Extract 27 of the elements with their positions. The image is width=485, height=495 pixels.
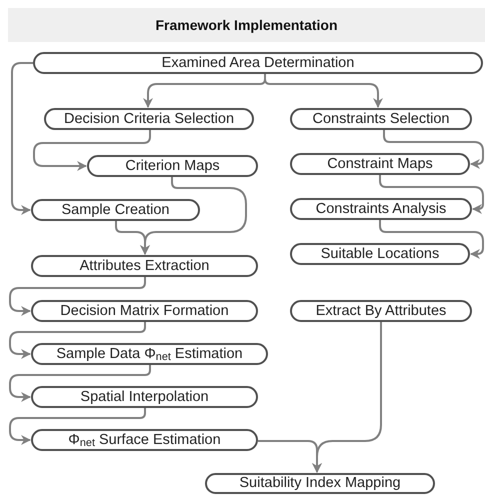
process-box: Spatial Interpolation: [31, 386, 258, 408]
arrow: [9, 322, 146, 359]
process-box: Constraint Maps: [290, 153, 470, 175]
arrow: [115, 221, 150, 255]
arrow: [11, 62, 33, 215]
title-band: Framework Implementation: [8, 8, 485, 42]
process-box: Decision Criteria Selection: [44, 108, 254, 130]
arrow: [383, 130, 484, 169]
arrow: [379, 220, 484, 259]
arrow: [264, 74, 383, 108]
process-box: Constraints Selection: [290, 108, 472, 130]
process-box: Attributes Extraction: [31, 255, 258, 277]
arrow: [9, 277, 146, 316]
process-box: Suitable Locations: [290, 243, 470, 265]
arrow: [9, 365, 151, 402]
process-box: Constraints Analysis: [290, 198, 472, 220]
process-box: Sample Creation: [31, 199, 200, 221]
process-box: Criterion Maps: [87, 155, 258, 177]
process-box: Φ$_{net}$ Surface Estimation: [31, 429, 258, 451]
arrow: [379, 175, 484, 214]
process-box: Decision Matrix Formation: [31, 300, 258, 322]
arrow: [312, 322, 382, 473]
process-box: Sample Data Φ$_{net}$ Estimation: [31, 343, 268, 365]
process-box: Extract By Attributes: [290, 300, 472, 322]
arrow: [9, 408, 146, 445]
process-box: Suitability Index Mapping: [205, 473, 435, 494]
process-box: Examined Area Determination: [33, 52, 483, 74]
